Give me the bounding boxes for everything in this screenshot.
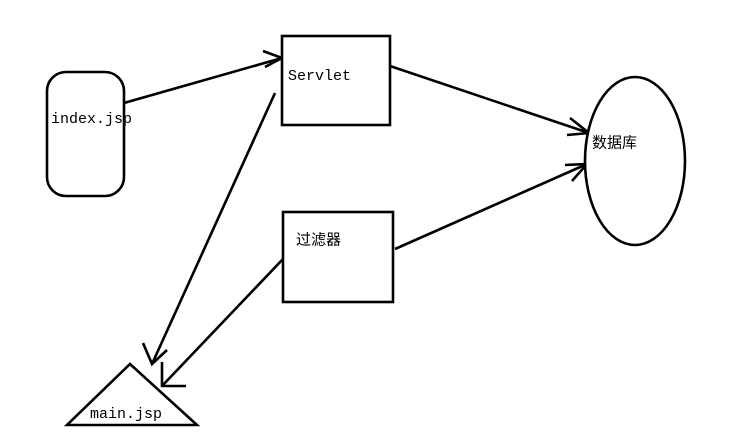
edge-line: [123, 56, 283, 105]
filter-label: 过滤器: [296, 231, 341, 249]
arrow-head-icon: [141, 342, 168, 367]
node-database[interactable]: 数据库: [583, 75, 687, 247]
servlet-label: Servlet: [288, 68, 351, 85]
edge-servlet-to-main-jsp: [141, 92, 277, 367]
main-jsp-label: main.jsp: [90, 406, 162, 423]
main-jsp-shape[interactable]: [63, 362, 201, 427]
node-filter[interactable]: 过滤器: [281, 210, 395, 304]
database-shape[interactable]: [583, 75, 687, 247]
node-main-jsp[interactable]: main.jsp: [63, 362, 201, 427]
edge-index-to-servlet: [123, 49, 286, 105]
index-jsp-label: index.jsp: [51, 111, 132, 128]
edge-line: [150, 92, 277, 365]
edge-filter-to-main-jsp: [160, 258, 284, 388]
arrow-head-icon: [160, 362, 186, 388]
node-servlet[interactable]: Servlet: [280, 34, 392, 127]
index-jsp-shape[interactable]: [45, 70, 126, 198]
edge-servlet-to-database: [389, 64, 593, 137]
database-label: 数据库: [592, 134, 637, 152]
edge-filter-to-database: [394, 162, 591, 251]
servlet-shape[interactable]: [280, 34, 392, 127]
edge-line: [161, 258, 284, 387]
edge-line: [394, 162, 588, 251]
edge-line: [389, 64, 590, 135]
filter-shape[interactable]: [281, 210, 395, 304]
node-index-jsp[interactable]: index.jsp: [45, 70, 132, 198]
arrow-head-icon: [262, 49, 286, 69]
